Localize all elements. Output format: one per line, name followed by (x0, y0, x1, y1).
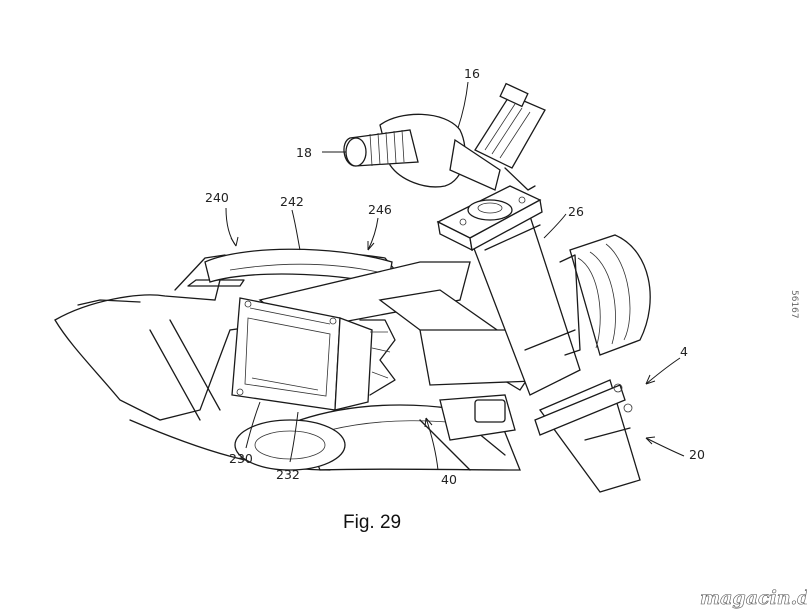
label-230: 230 (229, 451, 253, 466)
label-18: 18 (296, 145, 312, 160)
handlebar (344, 114, 500, 190)
figure-caption: Fig. 29 (343, 512, 401, 533)
label-232: 232 (276, 467, 300, 482)
label-242: 242 (280, 194, 304, 209)
label-26: 26 (568, 204, 584, 219)
label-20: 20 (689, 447, 705, 462)
label-40: 40 (441, 472, 457, 487)
margin-reference: 56167 (789, 290, 799, 319)
label-240: 240 (205, 190, 229, 205)
label-246: 246 (368, 202, 392, 217)
watermark: magacin.dk (700, 587, 807, 609)
headlight (560, 235, 650, 355)
label-16: 16 (464, 66, 480, 81)
front-fork (535, 380, 640, 492)
label-4: 4 (680, 344, 688, 359)
